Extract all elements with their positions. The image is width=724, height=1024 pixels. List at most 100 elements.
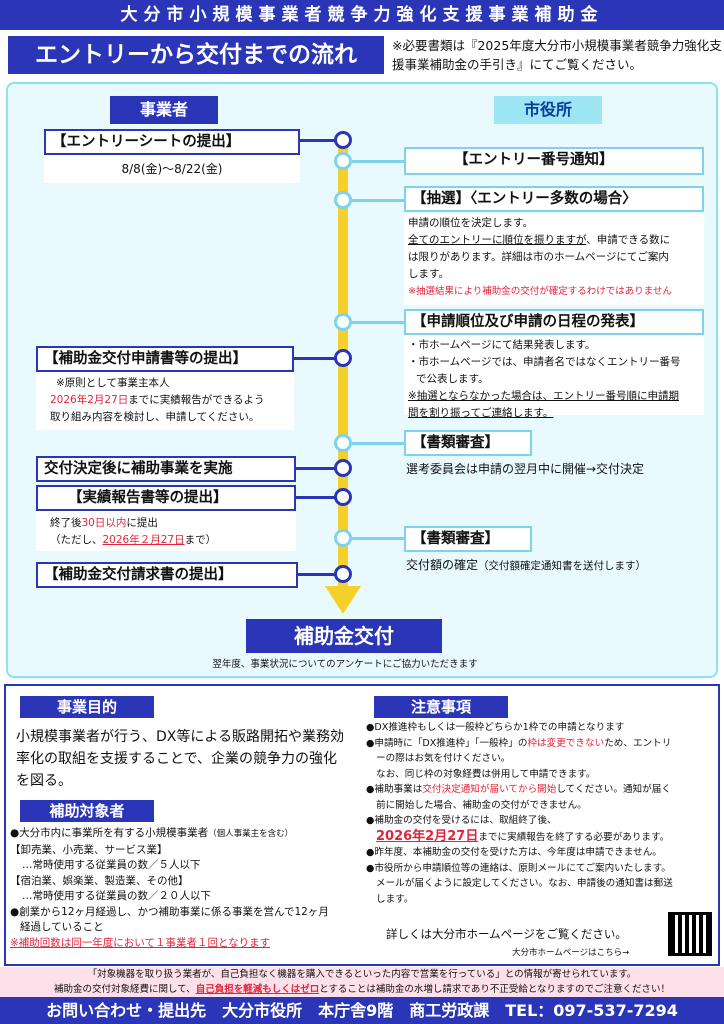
- caution-line: ●申請時に「DX推進枠」「一般枠」の: [366, 737, 528, 749]
- report-deadline: 2026年２月27日: [102, 534, 185, 546]
- purpose-label: 事業目的: [20, 696, 154, 718]
- warning-line: 「対象機器を取り扱う業者が、自己負担なく機器を購入できるといった内容で営業を行っ…: [87, 969, 637, 980]
- connector-line: [298, 573, 338, 576]
- caution-line: ●補助金の交付を受けるには、取組終了後、: [366, 815, 557, 826]
- review2-main: 交付額の確定: [406, 558, 479, 572]
- lottery-warning: ※抽選結果により補助金の交付が確定するわけではありません: [408, 286, 672, 297]
- caution-line: なお、同じ枠の対象経費は併用して申請できます。: [376, 768, 596, 780]
- report-days: 30日以内: [81, 517, 127, 529]
- connector-line: [352, 321, 404, 324]
- timeline-node: [334, 488, 352, 506]
- timeline-node: [334, 191, 352, 209]
- caution-highlight: 交付決定通知が届いてから開始: [422, 784, 557, 795]
- timeline-node: [334, 565, 352, 583]
- contact-footer: お問い合わせ・提出先 大分市役所 本庁舎9階 商工労政課 TEL：097-537…: [0, 997, 724, 1024]
- report-line: に提出: [126, 517, 158, 529]
- cautions-label: 注意事項: [374, 696, 508, 718]
- city-header: 市役所: [494, 96, 602, 124]
- info-panel: [4, 684, 720, 966]
- connector-line: [294, 357, 338, 360]
- application-line: ※原則として事業主本人: [56, 377, 170, 389]
- eligible-line: （個人事業主を含む）: [208, 829, 294, 839]
- final-note: 翌年度、事業状況についてのアンケートにご協力いただきます: [212, 659, 478, 670]
- entry-number-step: 【エントリー番号通知】: [404, 147, 704, 175]
- lottery-note: 申請の順位を決定します。 全てのエントリーに順位を振りますが、申請できる数に は…: [404, 213, 704, 305]
- warning-line: 補助金の交付対象経費に関して、: [53, 984, 196, 995]
- city-homepage-link[interactable]: 大分市ホームページはこちら→: [512, 948, 630, 958]
- caution-line: ●DX推進枠もしくは一般枠どちらか1枠での申請となります: [366, 722, 625, 733]
- program-title: 大分市小規模事業者競争力強化支援事業補助金: [120, 5, 604, 25]
- application-note: ※原則として事業主本人 2026年2月27日までに実績報告ができるよう 取り組み…: [36, 372, 294, 430]
- schedule-line: で公表します。: [416, 373, 489, 385]
- caution-line: ため、エントリ: [604, 737, 672, 749]
- report-line: 終了後: [50, 517, 82, 529]
- program-title-bar: 大分市小規模事業者競争力強化支援事業補助金: [0, 0, 724, 30]
- eligible-line: 【宿泊業、娯楽業、製造業、その他】: [10, 874, 189, 887]
- timeline-node: [334, 434, 352, 452]
- schedule-step: 【申請順位及び申請の日程の発表】: [404, 309, 704, 335]
- eligible-line: ●創業から12ヶ月経過し、かつ補助事業に係る事業を営んで12ヶ月: [10, 905, 329, 918]
- caution-line: ●昨年度、本補助金の交付を受けた方は、今年度は申請できません。: [366, 847, 662, 858]
- caution-line: ーの際はお気を付けください。: [376, 753, 511, 764]
- claim-step: 【補助金交付請求書の提出】: [36, 562, 298, 588]
- application-step: 【補助金交付申請書等の提出】: [36, 346, 294, 372]
- lottery-line: 、申請できる数に: [586, 234, 671, 246]
- timeline-node: [334, 459, 352, 477]
- connector-line: [352, 199, 404, 202]
- review2-text: 交付額の確定（交付額確定通知書を送付します）: [406, 556, 716, 573]
- report-line: （ただし、: [50, 534, 103, 546]
- caution-line: 前に開始した場合、補助金の交付ができません。: [376, 799, 587, 811]
- caution-line: ●市役所から申請順位等の連絡は、原則メールにてご案内いたします。: [366, 862, 671, 874]
- application-line: までに実績報告ができるよう: [128, 394, 265, 406]
- connector-line: [352, 442, 404, 445]
- final-grant: 補助金交付: [246, 619, 442, 653]
- flow-title: エントリーから交付までの流れ: [8, 36, 384, 74]
- connector-line: [296, 496, 338, 499]
- caution-deadline: 2026年2月27日: [376, 828, 479, 844]
- lottery-line: 申請の順位を決定します。: [408, 217, 533, 229]
- caution-line: してください。通知が届く: [556, 784, 671, 795]
- timeline-node: [334, 131, 352, 149]
- caution-highlight: 枠は変更できない: [527, 737, 605, 749]
- eligible-line: …常時使用する従業員の数／２０人以下: [22, 890, 211, 902]
- fraud-warning: 「対象機器を取り扱う業者が、自己負担なく機器を購入できるといった内容で営業を行っ…: [0, 967, 724, 997]
- entry-sheet-step: 【エントリーシートの提出】: [44, 129, 300, 155]
- review2-step: 【書類審査】: [404, 526, 532, 552]
- caution-line: します。: [376, 893, 414, 905]
- qr-code-icon[interactable]: [668, 912, 712, 956]
- eligible-label: 補助対象者: [20, 800, 154, 822]
- warning-highlight: 自己負担を軽減もしくはゼロ: [195, 984, 320, 995]
- schedule-line: ・市ホームページでは、申請者名ではなくエントリー番号: [408, 356, 681, 368]
- schedule-line: 間を割り振ってご連絡します。: [408, 407, 554, 419]
- caution-line: メールが届くように設定してください。なお、申請後の通知書は郵送: [376, 878, 673, 889]
- lottery-step: 【抽選】〈エントリー多数の場合〉: [404, 186, 704, 212]
- review2-sub: （交付額確定通知書を送付します）: [478, 560, 647, 572]
- application-line: 取り組み内容を検討し、申請してください。: [50, 411, 260, 423]
- eligible-line: ●大分市内に事業所を有する小規模事業者: [10, 827, 209, 839]
- report-note: 終了後30日以内に提出 （ただし、2026年２月27日まで）: [36, 511, 296, 551]
- eligible-line: 【卸売業、小売業、サービス業】: [10, 843, 168, 856]
- lottery-line: します。: [408, 268, 449, 280]
- timeline-node: [334, 349, 352, 367]
- warning-line: とすることは補助金の水増し請求であり不正受給となりますのでご注意ください！: [319, 984, 671, 995]
- cautions-list: ●DX推進枠もしくは一般枠どちらか1枠での申請となります ●申請時に「DX推進枠…: [366, 720, 718, 907]
- connector-line: [352, 537, 404, 540]
- eligible-list: ●大分市内に事業所を有する小規模事業者（個人事業主を含む） 【卸売業、小売業、サ…: [10, 826, 354, 951]
- entry-period: 8/8(金)〜8/22(金): [44, 155, 300, 183]
- caution-line: ●補助事業は: [366, 784, 423, 795]
- eligible-line: …常時使用する従業員の数／５人以下: [22, 859, 201, 871]
- purpose-text: 小規模事業者が行う、DX等による販路開拓や業務効率化の取組を支援することで、企業…: [16, 729, 344, 789]
- connector-line: [352, 160, 404, 163]
- more-info-text: 詳しくは大分市ホームページをご覧ください。: [386, 927, 627, 941]
- eligible-note: ※補助回数は同一年度において１事業者１回となります: [10, 936, 271, 949]
- implement-step: 交付決定後に補助事業を実施: [36, 456, 296, 482]
- timeline-node: [334, 313, 352, 331]
- schedule-note: ・市ホームページにて結果発表します。 ・市ホームページでは、申請者名ではなくエン…: [404, 335, 704, 419]
- connector-line: [300, 139, 340, 142]
- eligible-line: 経過していること: [20, 921, 104, 933]
- connector-line: [296, 467, 338, 470]
- caution-line: までに実績報告を終了する必要があります。: [478, 831, 670, 843]
- review1-text: 選考委員会は申請の翌月中に開催→交付決定: [406, 462, 645, 476]
- report-step: 【実績報告書等の提出】: [36, 485, 296, 511]
- review1-step: 【書類審査】: [404, 430, 532, 456]
